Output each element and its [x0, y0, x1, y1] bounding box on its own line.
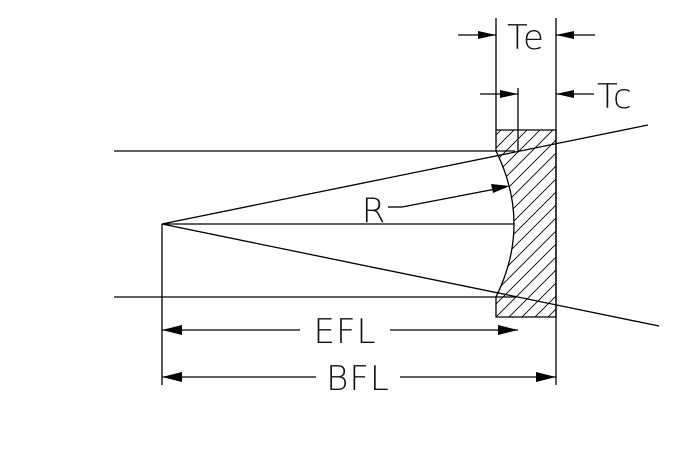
hatch-line — [496, 130, 548, 317]
hatch-line — [681, 110, 691, 340]
hatch-line — [496, 130, 556, 317]
hatch-line — [498, 130, 556, 317]
bfl-arrow-right — [536, 372, 556, 382]
optical-rays — [114, 124, 660, 327]
hatch-line — [496, 130, 556, 317]
hatch-line — [629, 110, 691, 340]
hatch-line — [496, 130, 556, 317]
te-label: Te — [507, 18, 545, 58]
hatch-line — [496, 130, 556, 317]
hatch-line — [200, 110, 430, 340]
hatch-line — [511, 130, 556, 317]
tc-dimension: Tc — [480, 77, 633, 117]
te-arrow-left — [478, 31, 496, 39]
hatch-line — [496, 130, 556, 317]
extension-lines — [161, 18, 557, 385]
efl-arrow-left — [162, 325, 182, 335]
hatch-line — [496, 130, 535, 317]
lens-hatching — [200, 110, 691, 340]
hatch-line — [496, 130, 556, 317]
tc-label: Tc — [597, 77, 633, 117]
bfl-label: BFL — [326, 359, 390, 399]
hatch-line — [496, 130, 556, 317]
hatch-line — [496, 130, 556, 317]
radius-callout: R — [362, 184, 510, 231]
ray-diverging-upper — [161, 124, 649, 225]
hatch-line — [496, 130, 556, 317]
hatch-line — [603, 110, 691, 340]
bfl-dimension: BFL — [162, 359, 556, 399]
hatch-line — [590, 110, 691, 340]
r-label: R — [362, 191, 387, 231]
tc-arrow-right — [556, 90, 574, 98]
efl-dimension: EFL — [162, 312, 518, 352]
lens-outline — [495, 129, 557, 318]
efl-label: EFL — [314, 312, 377, 352]
hatch-line — [496, 130, 509, 317]
te-arrow-right — [556, 31, 574, 39]
hatch-line — [226, 110, 456, 340]
hatch-line — [577, 110, 691, 340]
hatch-line — [564, 110, 691, 340]
r-leader — [401, 186, 507, 208]
hatch-line — [239, 110, 469, 340]
hatch-line — [496, 130, 522, 317]
hatch-line — [655, 110, 691, 340]
tc-arrow-left — [500, 90, 518, 98]
hatch-line — [213, 110, 443, 340]
hatch-line — [642, 110, 691, 340]
hatch-line — [496, 130, 556, 317]
r-arrow — [491, 184, 510, 193]
ray-diverging-lower — [161, 223, 660, 327]
hatch-line — [550, 130, 556, 317]
hatch-line — [496, 130, 556, 317]
efl-arrow-right — [498, 325, 518, 335]
hatch-line — [668, 110, 691, 340]
te-dimension: Te — [458, 18, 595, 58]
bfl-arrow-left — [162, 372, 182, 382]
hatch-line — [496, 130, 556, 317]
hatch-line — [616, 110, 691, 340]
lens-element — [200, 110, 691, 340]
